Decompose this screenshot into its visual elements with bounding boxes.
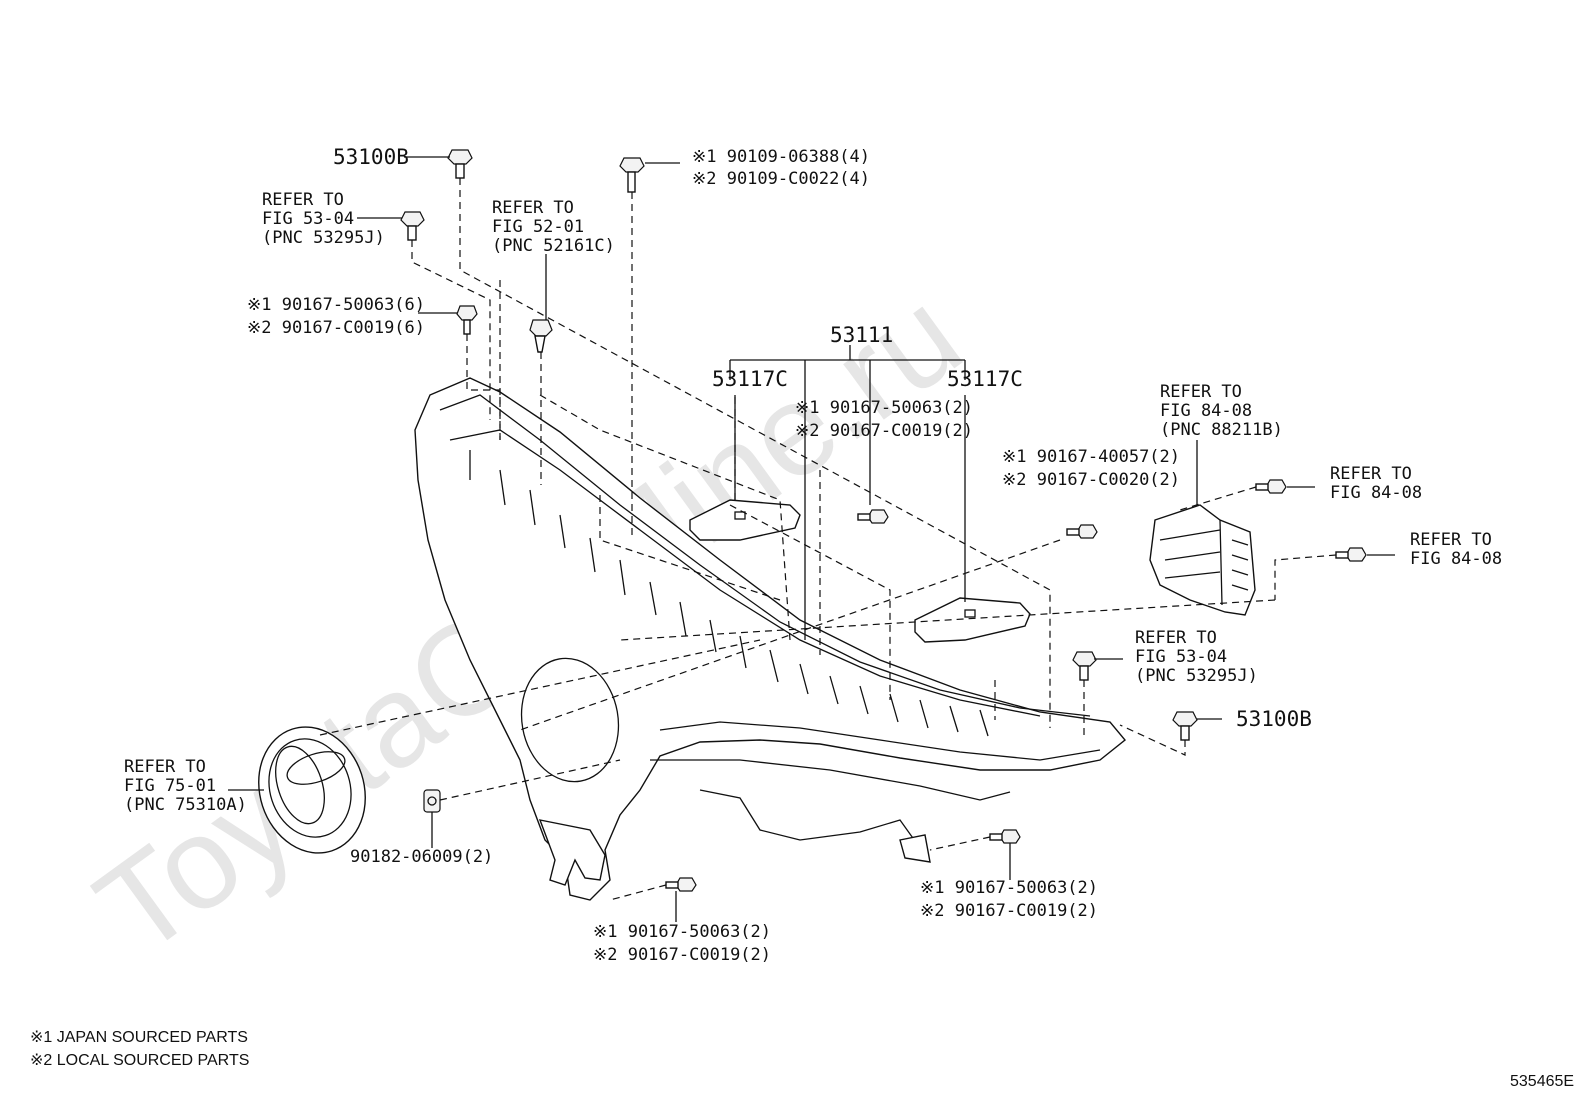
label-53100b-top: 53100B	[333, 145, 409, 169]
label-screw-bottom-right-line2: ※2 90167-C0019(2)	[920, 901, 1098, 921]
sensor-module	[1149, 504, 1256, 616]
label-ref-53-04-right-line3: (PNC 53295J)	[1135, 666, 1258, 686]
label-screw-top-line2: ※2 90109-C0022(4)	[692, 169, 870, 189]
label-ref-53-04-top-line2: FIG 53-04	[262, 209, 354, 229]
label-53111: 53111	[830, 323, 893, 347]
label-ref-75-01-line1: REFER TO	[124, 757, 206, 777]
label-ref-84-08-module-line1: REFER TO	[1160, 382, 1242, 402]
label-screw-center-line2: ※2 90167-C0019(2)	[795, 421, 973, 441]
label-ref-53-04-right-line1: REFER TO	[1135, 628, 1217, 648]
bracket-53117c-left	[689, 499, 801, 541]
label-screw-bottom-center-line1: ※1 90167-50063(2)	[593, 922, 771, 942]
label-ref-84-08-module-line2: FIG 84-08	[1160, 401, 1252, 421]
label-nut-90182: 90182-06009(2)	[350, 847, 493, 867]
nut-90182-icon	[423, 789, 441, 813]
bracket-53117c-right	[914, 597, 1031, 643]
label-53100b-right: 53100B	[1236, 707, 1312, 731]
label-ref-53-04-top-line3: (PNC 53295J)	[262, 228, 385, 248]
bolt-53100b-right-icon	[1172, 711, 1198, 741]
clip-53295j-right-icon	[1072, 651, 1097, 681]
label-ref-75-01-line2: FIG 75-01	[124, 776, 216, 796]
label-screw-top-line1: ※1 90109-06388(4)	[692, 147, 870, 167]
screw-center-icon	[857, 509, 889, 524]
label-screw-bottom-right-line1: ※1 90167-50063(2)	[920, 878, 1098, 898]
label-ref-84-08-b-line1: REFER TO	[1410, 530, 1492, 550]
label-ref-84-08-b-line2: FIG 84-08	[1410, 549, 1502, 569]
label-ref-53-04-right-line2: FIG 53-04	[1135, 647, 1227, 667]
screw-bottom-center-icon	[665, 877, 697, 892]
label-screw-bottom-center-line2: ※2 90167-C0019(2)	[593, 945, 771, 965]
screw-84-08-a-icon	[1255, 479, 1287, 494]
figure-id: 535465E	[1510, 1073, 1574, 1090]
screw-mid-right-icon	[1066, 524, 1098, 539]
screw-left-icon	[456, 305, 478, 335]
label-ref-52-01-line2: FIG 52-01	[492, 217, 584, 237]
legend-japan-sourced: ※1 JAPAN SOURCED PARTS	[30, 1029, 248, 1046]
label-ref-84-08-a-line1: REFER TO	[1330, 464, 1412, 484]
label-ref-84-08-module-line3: (PNC 88211B)	[1160, 420, 1283, 440]
callout-leaders	[228, 156, 1395, 922]
clip-52161c-icon	[529, 319, 553, 353]
label-screw-left-line1: ※1 90167-50063(6)	[247, 295, 425, 315]
screw-84-08-b-icon	[1335, 547, 1367, 562]
label-screw-center-line1: ※1 90167-50063(2)	[795, 398, 973, 418]
screw-bottom-right-icon	[989, 829, 1021, 844]
bolt-53100b-top-left-icon	[447, 149, 473, 179]
label-ref-52-01-line3: (PNC 52161C)	[492, 236, 615, 256]
toyota-emblem	[258, 726, 366, 854]
label-ref-84-08-a-line2: FIG 84-08	[1330, 483, 1422, 503]
label-screw-mid-right-line1: ※1 90167-40057(2)	[1002, 447, 1180, 467]
screw-top-icon	[619, 157, 645, 193]
clip-53295j-top-icon	[400, 211, 425, 241]
label-53117c-left: 53117C	[712, 367, 788, 391]
legend-local-sourced: ※2 LOCAL SOURCED PARTS	[30, 1052, 249, 1069]
label-ref-52-01-line1: REFER TO	[492, 198, 574, 218]
label-screw-mid-right-line2: ※2 90167-C0020(2)	[1002, 470, 1180, 490]
label-ref-53-04-top-line1: REFER TO	[262, 190, 344, 210]
label-ref-75-01-line3: (PNC 75310A)	[124, 795, 247, 815]
radiator-grille-assembly	[414, 377, 1126, 901]
label-53117c-right: 53117C	[947, 367, 1023, 391]
label-screw-left-line2: ※2 90167-C0019(6)	[247, 318, 425, 338]
